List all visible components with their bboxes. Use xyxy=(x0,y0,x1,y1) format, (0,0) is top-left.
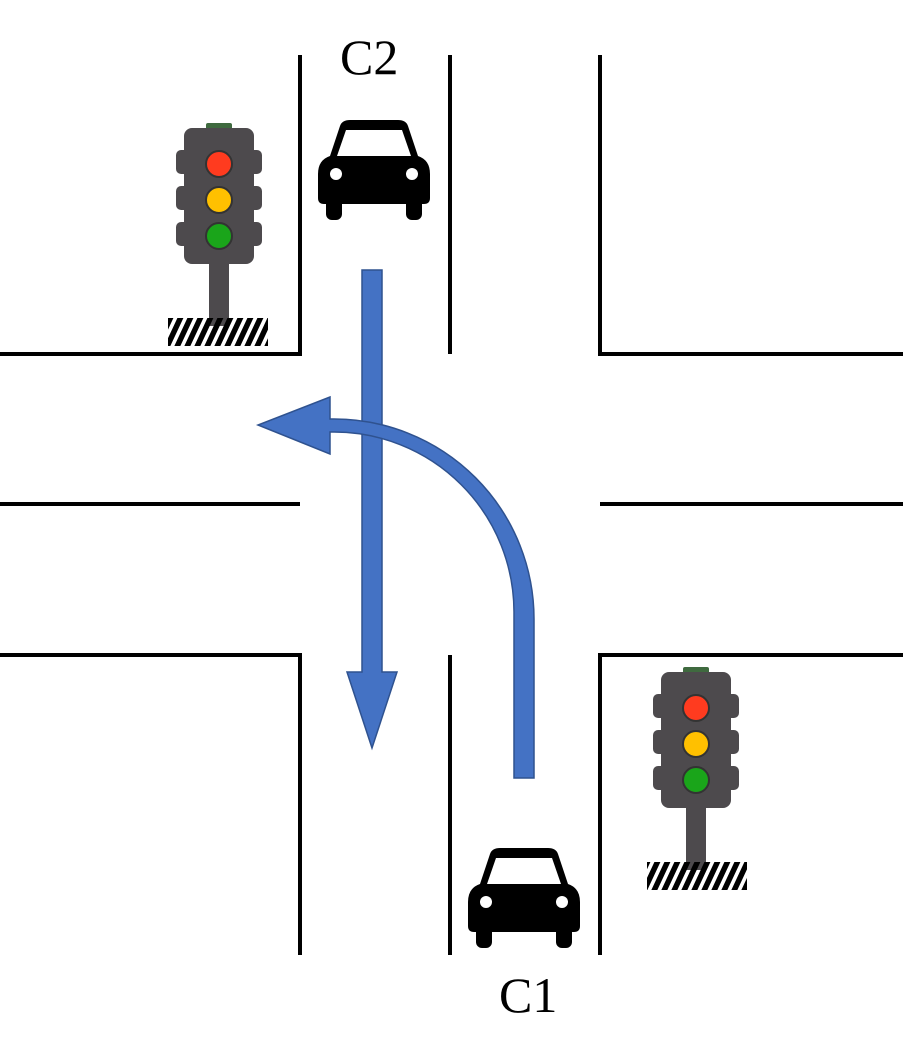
car-c2-label: C2 xyxy=(340,29,399,85)
car-c1-label: C1 xyxy=(499,967,558,1023)
red-lamp xyxy=(205,150,233,178)
car-c2-icon xyxy=(318,120,430,220)
arrow-c2-straight xyxy=(345,269,399,751)
yellow-lamp xyxy=(682,730,710,758)
traffic-light-se xyxy=(647,667,747,890)
arrow-c1-left-turn xyxy=(255,395,535,779)
hatch-base xyxy=(168,318,268,346)
green-lamp xyxy=(205,222,233,250)
lane-dividers xyxy=(0,55,903,955)
road-edge-se xyxy=(598,653,903,955)
road-edges xyxy=(0,55,903,955)
road-edge-ne xyxy=(598,55,903,356)
red-lamp xyxy=(682,694,710,722)
green-lamp xyxy=(682,766,710,794)
road-edge-nw xyxy=(0,55,302,356)
hatch-base xyxy=(647,862,747,890)
road-edge-sw xyxy=(0,653,302,955)
yellow-lamp xyxy=(205,186,233,214)
traffic-light-nw xyxy=(168,123,268,346)
car-c1-icon xyxy=(468,848,580,948)
